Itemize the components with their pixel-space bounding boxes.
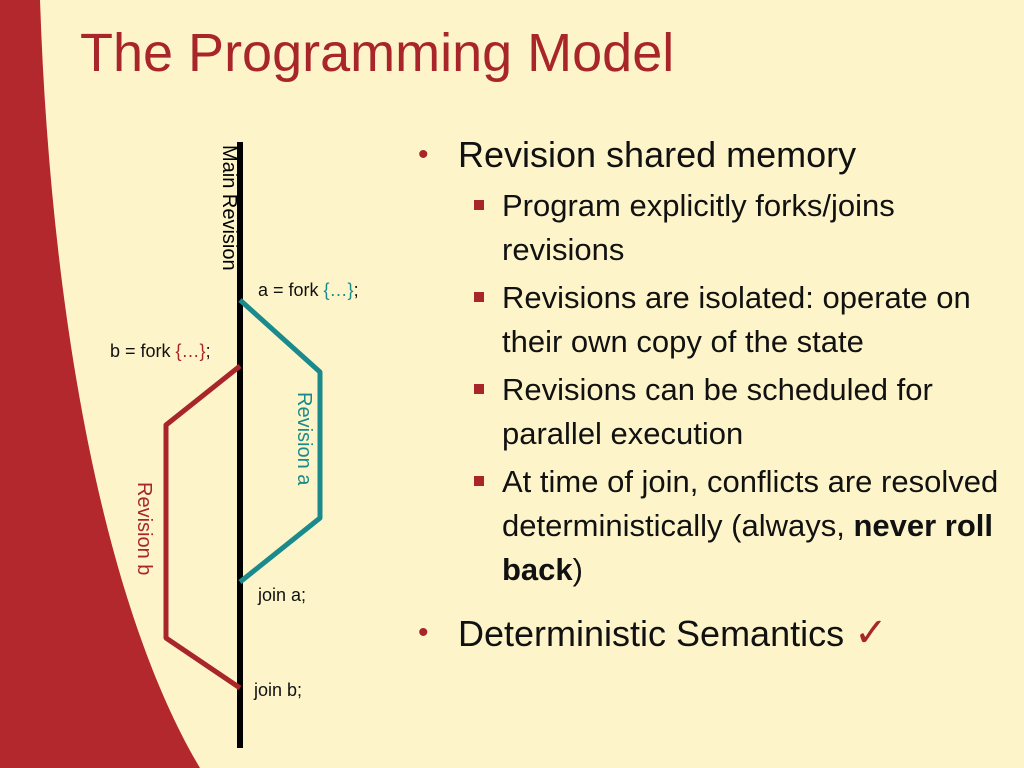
- join-b-statement: join b;: [254, 680, 303, 700]
- bullet-revision-shared-memory: • Revision shared memory: [418, 132, 1018, 178]
- main-revision-label: Main Revision: [218, 145, 240, 271]
- sub-bullet-forks-joins: Program explicitly forks/joins revisions: [418, 184, 1018, 272]
- checkmark-icon: ✓: [854, 611, 888, 655]
- fork-b-statement: b = fork {…};: [110, 341, 211, 362]
- square-bullet-icon: [474, 292, 484, 302]
- fork-a-brace: {…}: [323, 280, 354, 300]
- bullet-dot: •: [418, 616, 429, 649]
- revision-b-path: [163, 364, 242, 691]
- join-a-statement: join a;: [258, 585, 307, 605]
- revision-a-label: Revision a: [293, 392, 315, 486]
- revision-b-label: Revision b: [133, 482, 155, 576]
- square-bullet-icon: [474, 476, 484, 486]
- bullet-text: Deterministic Semantics: [458, 613, 845, 654]
- sub-bullet-text-suffix: ): [572, 552, 583, 587]
- revision-a-path: [238, 298, 323, 584]
- fork-b-code: b = fork: [110, 341, 176, 361]
- fork-b-semicolon: ;: [205, 341, 211, 361]
- bullet-deterministic-semantics: • Deterministic Semantics✓: [418, 610, 1018, 657]
- sub-bullet-text: Program explicitly forks/joins revisions: [502, 188, 895, 267]
- bullet-list: • Revision shared memory Program explici…: [418, 132, 1018, 657]
- sub-bullet-bold-text: never roll back: [502, 508, 993, 587]
- bullet-text: Revision shared memory: [458, 134, 857, 175]
- sub-bullet-isolated: Revisions are isolated: operate on their…: [418, 276, 1018, 364]
- fork-a-semicolon: ;: [353, 280, 359, 300]
- fork-a-code: a = fork: [258, 280, 324, 300]
- slide-title: The Programming Model: [80, 23, 675, 83]
- bullet-dot: •: [418, 138, 429, 171]
- sub-bullet-text: Revisions can be scheduled for parallel …: [502, 372, 933, 451]
- sub-bullet-join-conflicts: At time of join, conflicts are resolved …: [418, 460, 1018, 592]
- square-bullet-icon: [474, 384, 484, 394]
- square-bullet-icon: [474, 200, 484, 210]
- sub-bullet-parallel: Revisions can be scheduled for parallel …: [418, 368, 1018, 456]
- fork-b-brace: {…}: [175, 341, 206, 361]
- sub-bullet-text: Revisions are isolated: operate on their…: [502, 280, 971, 359]
- sub-bullet-text-prefix: At time of join, conflicts are resolved …: [502, 464, 999, 543]
- fork-a-statement: a = fork {…};: [258, 280, 359, 301]
